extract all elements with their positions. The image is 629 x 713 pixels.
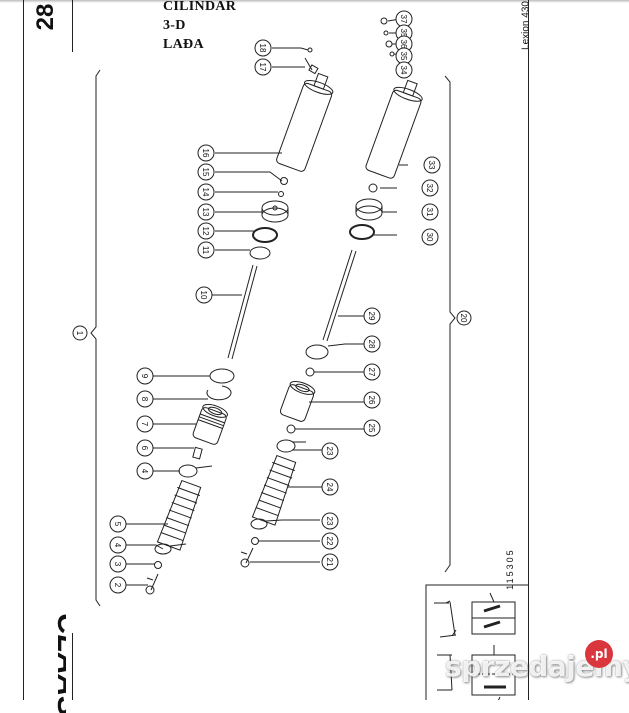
svg-text:36: 36 bbox=[399, 40, 408, 49]
svg-text:20: 20 bbox=[459, 314, 468, 323]
svg-text:9: 9 bbox=[140, 374, 149, 379]
callout-22: 22 bbox=[321, 532, 339, 550]
svg-text:33: 33 bbox=[427, 161, 436, 170]
callout-8: 8 bbox=[136, 390, 154, 408]
callout-32: 32 bbox=[421, 179, 439, 197]
svg-text:23: 23 bbox=[325, 447, 334, 456]
svg-text:22: 22 bbox=[325, 537, 334, 546]
cylinder-right-arrows-icon bbox=[437, 645, 516, 700]
callout-9: 9 bbox=[136, 367, 154, 385]
callout-3: 3 bbox=[109, 555, 127, 573]
svg-text:24: 24 bbox=[325, 483, 334, 492]
callout-33: 33 bbox=[423, 156, 441, 174]
sprzedajemy-badge: .pl bbox=[585, 640, 613, 668]
callout-17: 17 bbox=[254, 58, 272, 76]
callout-20: 20 bbox=[456, 310, 472, 326]
svg-text:30: 30 bbox=[425, 233, 434, 242]
callout-16: 16 bbox=[197, 144, 215, 162]
callout-11: 11 bbox=[197, 241, 215, 259]
svg-text:13: 13 bbox=[201, 208, 210, 217]
svg-text:25: 25 bbox=[367, 424, 376, 433]
svg-text:35: 35 bbox=[399, 29, 408, 38]
svg-text:12: 12 bbox=[201, 227, 210, 236]
callout-1: 1 bbox=[72, 325, 88, 341]
svg-text:28: 28 bbox=[367, 340, 376, 349]
callout-25: 25 bbox=[363, 419, 381, 437]
callout-6: 6 bbox=[136, 439, 154, 457]
callout-24: 24 bbox=[321, 478, 339, 496]
assembly-1-bracket bbox=[90, 69, 101, 607]
title-line-1: CILINDAR bbox=[163, 0, 237, 14]
svg-text:6: 6 bbox=[140, 446, 149, 451]
title-divider-line bbox=[72, 0, 73, 52]
scan-top-edge bbox=[0, 0, 629, 3]
callout-34: 34 bbox=[395, 61, 413, 79]
title-line-2: 3-D bbox=[163, 18, 186, 33]
legend-box bbox=[425, 584, 528, 700]
callout-23a: 23 bbox=[321, 442, 339, 460]
callout-21: 21 bbox=[321, 553, 339, 571]
callout-28: 28 bbox=[363, 335, 381, 353]
callout-29: 29 bbox=[363, 307, 381, 325]
svg-text:18: 18 bbox=[258, 44, 267, 53]
left-margin-line bbox=[23, 0, 24, 700]
svg-text:34: 34 bbox=[399, 66, 408, 75]
svg-text:23: 23 bbox=[325, 517, 334, 526]
svg-text:26: 26 bbox=[367, 396, 376, 405]
svg-text:2: 2 bbox=[113, 583, 122, 588]
callouts: 18 17 16 15 14 13 12 11 10 1 9 8 7 6 4 5… bbox=[72, 10, 472, 594]
callout-31: 31 bbox=[421, 203, 439, 221]
callout-18: 18 bbox=[254, 39, 272, 57]
svg-text:4: 4 bbox=[140, 469, 149, 474]
svg-text:27: 27 bbox=[367, 368, 376, 377]
svg-text:10: 10 bbox=[199, 291, 208, 300]
callout-26: 26 bbox=[363, 391, 381, 409]
callout-4b: 4 bbox=[109, 536, 127, 554]
callout-12: 12 bbox=[197, 222, 215, 240]
svg-text:35: 35 bbox=[399, 52, 408, 61]
cylinder-left-arrows-icon bbox=[434, 592, 516, 638]
assembly-20-bracket bbox=[444, 75, 456, 573]
callout-14: 14 bbox=[197, 183, 215, 201]
callout-13: 13 bbox=[197, 203, 215, 221]
callout-2: 2 bbox=[109, 576, 127, 594]
svg-text:11: 11 bbox=[201, 246, 210, 255]
svg-text:5: 5 bbox=[113, 522, 122, 527]
svg-text:17: 17 bbox=[258, 63, 267, 72]
page-title: HIDRAULIČKI CILINDAR 3-D LAĐA bbox=[163, 0, 264, 54]
svg-text:16: 16 bbox=[201, 149, 210, 158]
callout-5: 5 bbox=[109, 515, 127, 533]
callout-27: 27 bbox=[363, 363, 381, 381]
claas-logo: CLAAS bbox=[16, 613, 66, 713]
svg-text:31: 31 bbox=[425, 208, 434, 217]
svg-text:14: 14 bbox=[201, 188, 210, 197]
callout-36: 36 bbox=[395, 35, 413, 53]
svg-text:37: 37 bbox=[399, 15, 408, 24]
logo-divider-line bbox=[72, 633, 73, 700]
callout-15: 15 bbox=[197, 163, 215, 181]
svg-text:4: 4 bbox=[113, 543, 122, 548]
svg-text:8: 8 bbox=[140, 397, 149, 402]
callout-10: 10 bbox=[195, 286, 213, 304]
right-margin-line bbox=[528, 0, 529, 700]
callout-4a: 4 bbox=[136, 462, 154, 480]
svg-text:1: 1 bbox=[75, 331, 84, 336]
title-line-3: LAĐA bbox=[163, 37, 204, 52]
callout-23b: 23 bbox=[321, 512, 339, 530]
callout-7: 7 bbox=[136, 415, 154, 433]
svg-text:15: 15 bbox=[201, 168, 210, 177]
svg-text:29: 29 bbox=[367, 312, 376, 321]
svg-text:32: 32 bbox=[425, 184, 434, 193]
callout-30: 30 bbox=[421, 228, 439, 246]
svg-text:7: 7 bbox=[140, 422, 149, 427]
svg-text:CLAAS: CLAAS bbox=[51, 613, 66, 713]
svg-text:3: 3 bbox=[113, 562, 122, 567]
svg-text:21: 21 bbox=[325, 558, 334, 567]
